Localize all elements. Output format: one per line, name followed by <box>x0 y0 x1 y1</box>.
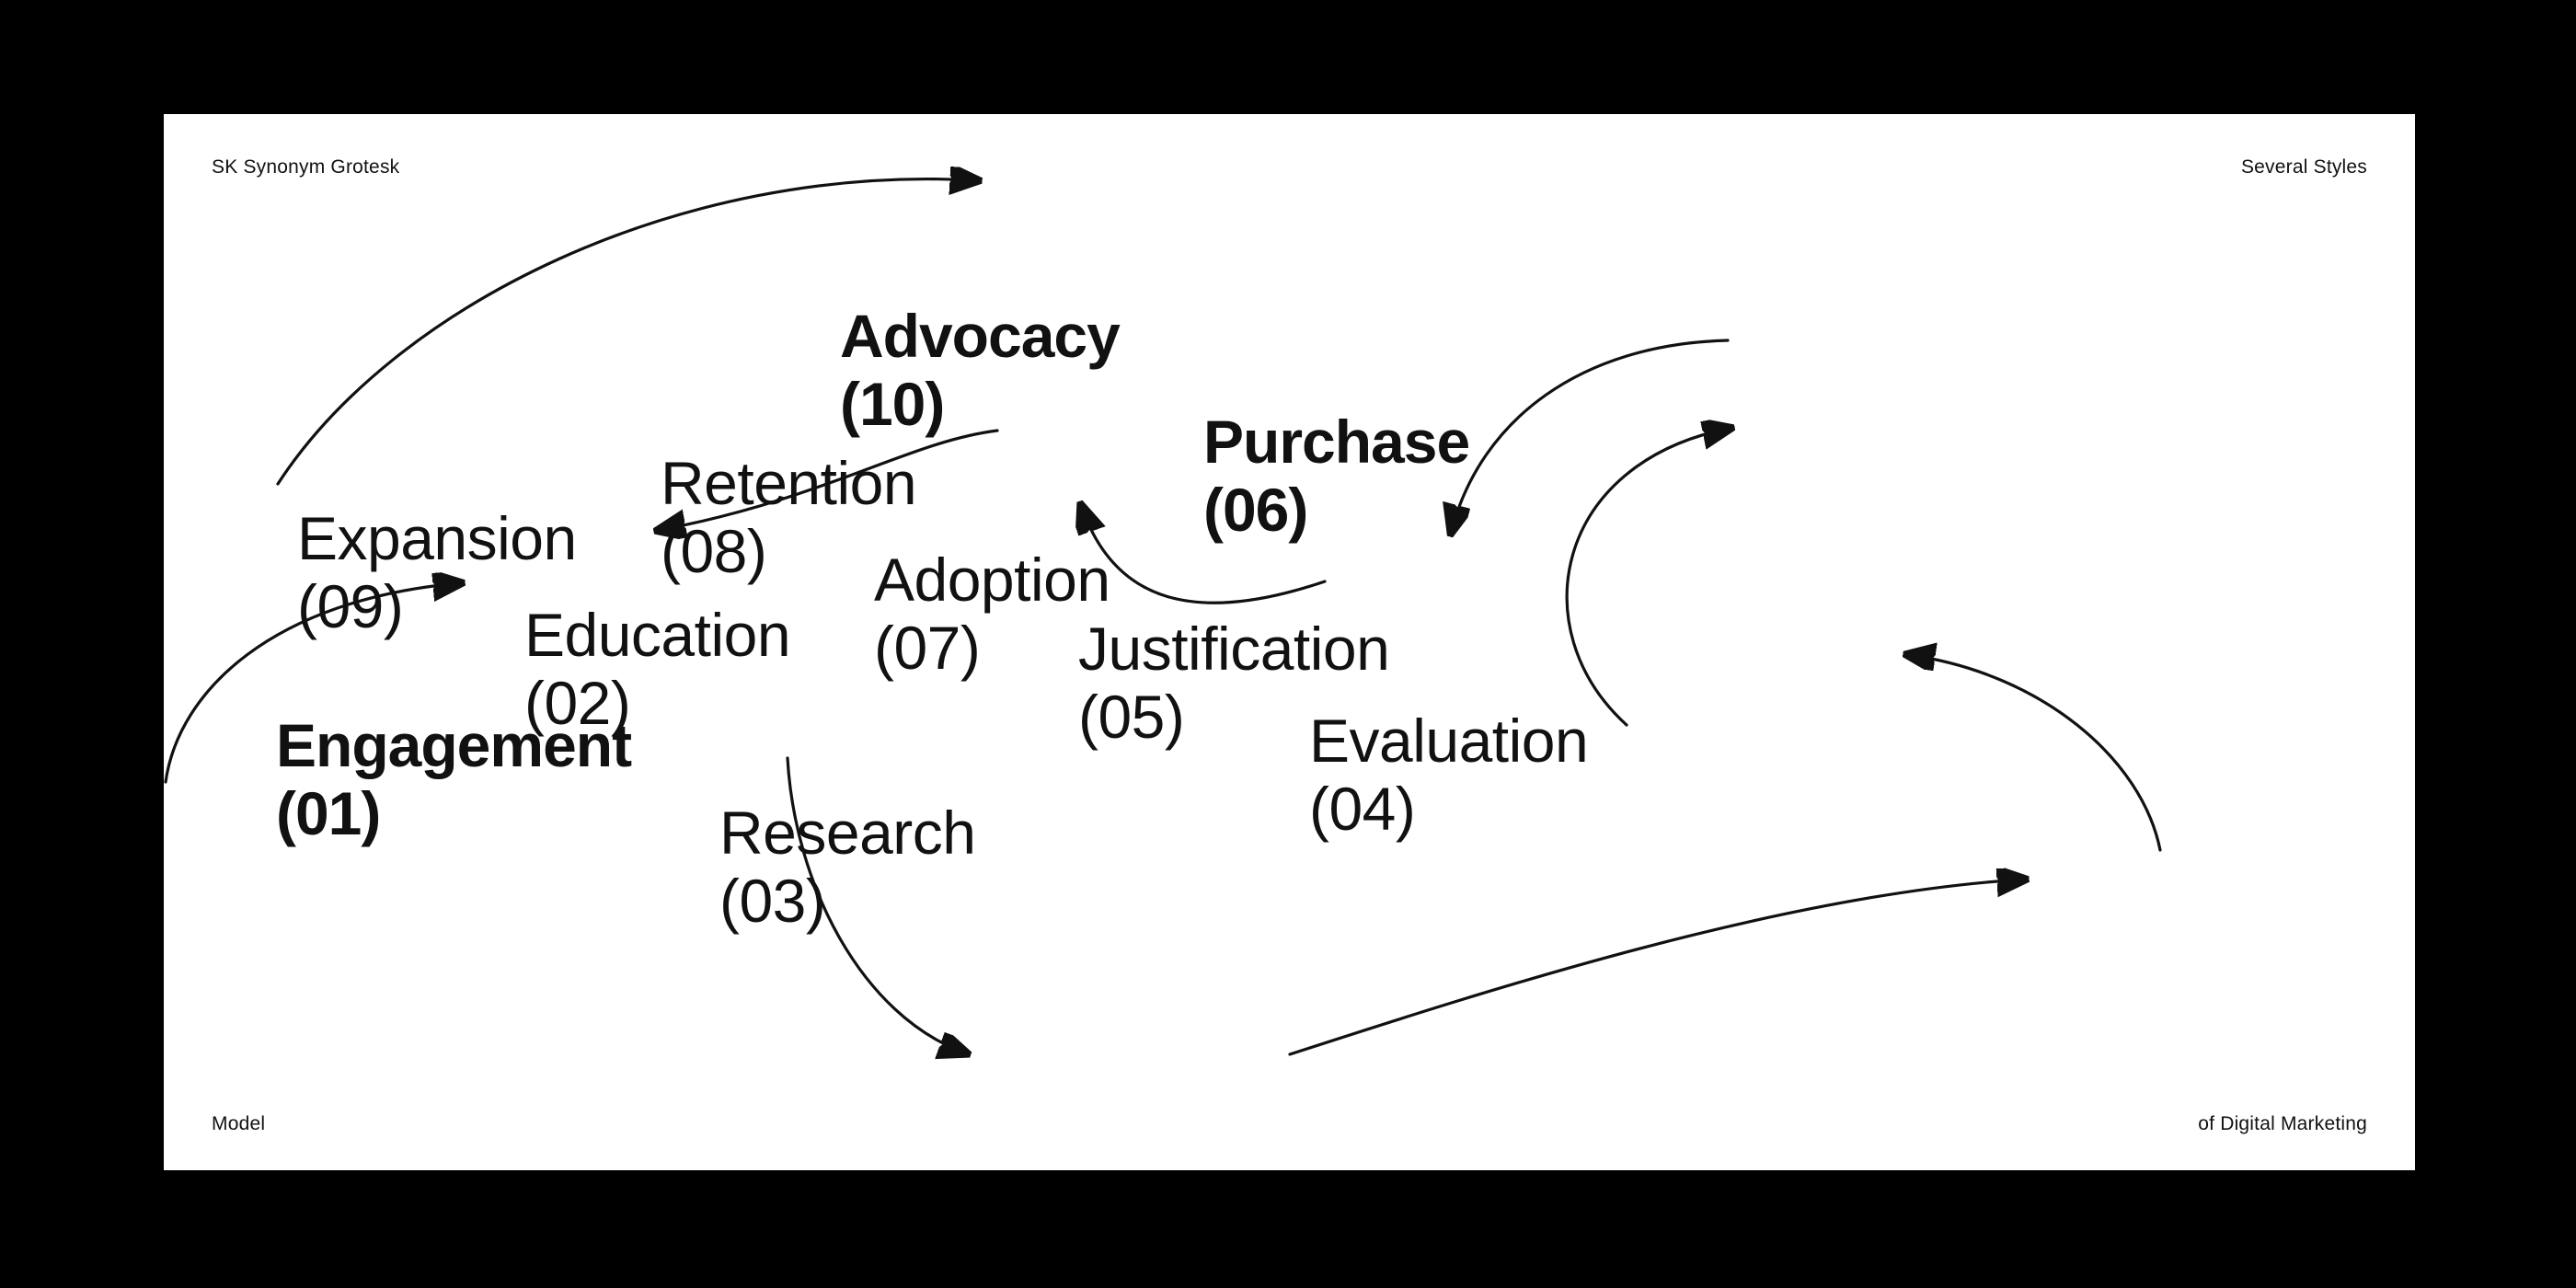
edge-evaluation-to-justification <box>1910 655 2162 852</box>
node-adoption-number: (07) <box>874 613 981 682</box>
node-advocacy[interactable]: Advocacy (10) <box>840 302 1121 439</box>
node-purchase-name: Purchase <box>1203 408 1470 476</box>
node-justification[interactable]: Justification (05) <box>1078 615 1390 752</box>
edge-adoption-to-retention <box>1082 508 1327 604</box>
node-research-name: Research <box>719 799 976 867</box>
node-retention-name: Retention <box>661 449 917 517</box>
node-justification-name: Justification <box>1078 615 1390 683</box>
node-justification-number: (05) <box>1078 682 1185 751</box>
node-expansion-number: (09) <box>297 571 404 640</box>
node-research-number: (03) <box>719 866 826 935</box>
node-advocacy-name: Advocacy <box>840 302 1121 370</box>
node-research[interactable]: Research (03) <box>719 799 976 936</box>
edge-justification-to-purchase <box>1565 429 1728 727</box>
edge-retention-to-expansion <box>661 429 999 530</box>
edge-purchase-to-adoption <box>1452 339 1730 530</box>
node-evaluation[interactable]: Evaluation (04) <box>1309 707 1589 844</box>
edge-research-to-evaluation <box>1288 880 2022 1056</box>
footer-right-label: of Digital Marketing <box>2198 1113 2367 1134</box>
flow-arrow-layer <box>164 114 2162 1170</box>
node-evaluation-name: Evaluation <box>1309 707 1589 775</box>
node-evaluation-number: (04) <box>1309 774 1416 843</box>
edge-engagement-to-education <box>164 583 458 784</box>
edge-expansion-to-advocacy <box>276 179 975 486</box>
node-education-name: Education <box>524 601 791 669</box>
node-engagement-name: Engagement <box>276 711 632 779</box>
node-engagement[interactable]: Engagement (01) <box>276 711 632 848</box>
node-expansion-name: Expansion <box>297 504 577 572</box>
node-retention-number: (08) <box>661 516 767 585</box>
node-adoption[interactable]: Adoption (07) <box>874 546 1110 683</box>
slide-panel: SK Synonym Grotesk Several Styles Model … <box>164 114 2415 1170</box>
edge-education-to-research <box>786 756 964 1052</box>
specimen-styles-label: Several Styles <box>2240 156 2367 178</box>
node-advocacy-number: (10) <box>840 369 945 438</box>
specimen-family-label: SK Synonym Grotesk <box>212 156 400 178</box>
node-education[interactable]: Education (02) <box>524 601 791 738</box>
node-purchase[interactable]: Purchase (06) <box>1203 408 1470 545</box>
node-education-number: (02) <box>524 668 631 737</box>
node-expansion[interactable]: Expansion (09) <box>297 504 577 641</box>
node-purchase-number: (06) <box>1203 475 1308 544</box>
node-engagement-number: (01) <box>276 778 381 847</box>
node-adoption-name: Adoption <box>874 546 1110 614</box>
node-retention[interactable]: Retention (08) <box>661 449 917 586</box>
footer-left-label: Model <box>212 1113 266 1134</box>
